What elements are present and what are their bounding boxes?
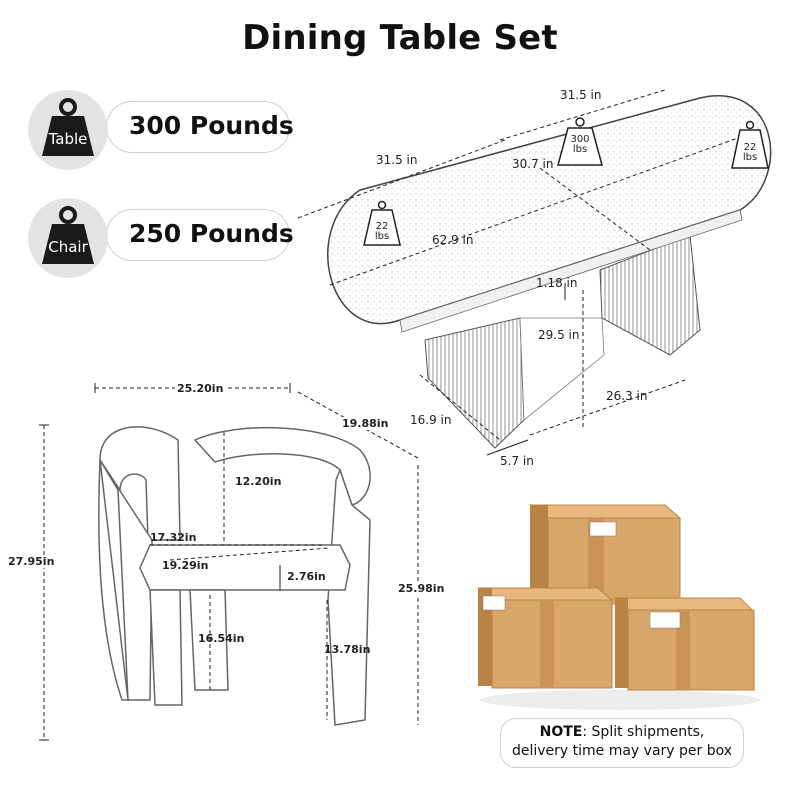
dim-chair-width: 25.20in bbox=[175, 382, 226, 395]
chair-dimension-lines bbox=[39, 383, 419, 741]
dim-seat-thickness: 2.76in bbox=[287, 570, 326, 583]
dim-length: 62.9 in bbox=[432, 233, 474, 247]
dim-center-width: 30.7 in bbox=[512, 157, 554, 171]
left-box bbox=[476, 587, 614, 689]
chair-weight-pill: 250 Pounds bbox=[106, 209, 294, 261]
dim-seat-height: 16.54in bbox=[198, 632, 245, 645]
dim-arm-height: 25.98in bbox=[398, 582, 445, 595]
dim-top-length: 31.5 in bbox=[560, 88, 602, 102]
table-weight-badge: 300 Pounds Table bbox=[28, 90, 294, 170]
weight-icon bbox=[42, 206, 94, 264]
dim-height: 29.5 in bbox=[538, 328, 580, 342]
dim-base-length: 26.3 in bbox=[606, 389, 648, 403]
dim-leg-height: 13.78in bbox=[324, 643, 371, 656]
dim-base-depth: 16.9 in bbox=[410, 413, 452, 427]
note-line2: delivery time may vary per box bbox=[511, 743, 733, 759]
right-load-label: 22 lbs bbox=[742, 142, 758, 163]
chair-frame bbox=[98, 426, 371, 726]
left-load-label: 22 lbs bbox=[374, 221, 390, 242]
dim-seat-depth: 19.29in bbox=[162, 559, 209, 572]
chair-weight-badge: 250 Pounds Chair bbox=[28, 198, 294, 278]
shipping-note: NOTE: Split shipments, delivery time may… bbox=[500, 718, 744, 768]
weight-icon bbox=[42, 98, 94, 156]
right-box bbox=[613, 597, 755, 691]
page-title: Dining Table Set bbox=[242, 18, 558, 58]
dim-seat-width: 17.32in bbox=[150, 531, 197, 544]
note-label: NOTE bbox=[539, 724, 583, 740]
chair-weight-value: 250 Pounds bbox=[129, 219, 294, 248]
dim-chair-depth: 19.88in bbox=[340, 417, 391, 430]
dim-base-width: 5.7 in bbox=[500, 454, 534, 468]
center-load-label: 300 lbs bbox=[570, 134, 590, 155]
chair-weight-circle: Chair bbox=[28, 198, 108, 278]
dim-total-height: 27.95in bbox=[8, 555, 55, 568]
table-dimension-lines bbox=[297, 89, 761, 456]
dim-side-width: 31.5 in bbox=[376, 153, 418, 167]
note-line1: : Split shipments, bbox=[582, 724, 705, 740]
left-load-icon bbox=[363, 200, 401, 246]
center-load-icon bbox=[557, 117, 603, 166]
dim-back-height: 12.20in bbox=[235, 475, 282, 488]
table-weight-value: 300 Pounds bbox=[129, 111, 294, 140]
dim-leg-gap: 1.18 in bbox=[536, 276, 578, 290]
table-weight-label: Table bbox=[48, 130, 88, 148]
table-weight-circle: Table bbox=[28, 90, 108, 170]
right-load-icon bbox=[731, 120, 769, 169]
table-weight-pill: 300 Pounds bbox=[106, 101, 294, 153]
chair-weight-label: Chair bbox=[48, 238, 88, 256]
table-pedestal bbox=[424, 234, 701, 449]
